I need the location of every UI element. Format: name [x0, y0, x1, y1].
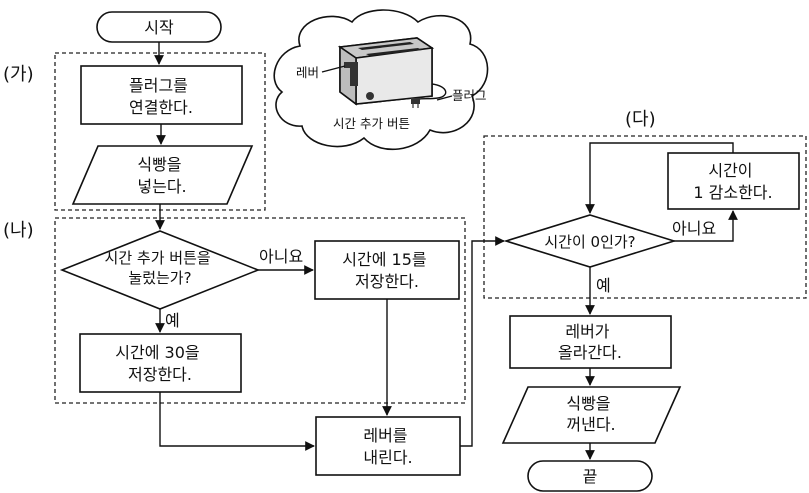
label-no-1: 아니요 [259, 247, 303, 266]
decrease-time-text: 시간이 1 감소한다. [693, 161, 772, 202]
arrow-zero-no [674, 210, 738, 242]
lever-up-box [509, 315, 672, 369]
store-15-text: 시간에 15를 저장한다. [342, 250, 431, 291]
decrease-time-box [667, 152, 800, 210]
label-no-2: 아니요 [672, 219, 716, 238]
group-na-label: (나) [3, 220, 34, 241]
store-30-text: 시간에 30을 저장한다. [115, 343, 204, 384]
arrow-lever-to-zero [460, 236, 505, 447]
arrow-decrease-loop [585, 142, 734, 214]
label-yes-1: 예 [165, 311, 180, 330]
label-yes-2: 예 [596, 276, 611, 295]
lower-lever-text: 레버를 내린다. [363, 426, 412, 467]
toaster-illustration: 레버 플러그 시간 추가 버튼 [273, 9, 489, 151]
connect-plug-box [80, 65, 243, 125]
remove-bread-io [501, 386, 682, 444]
group-na-box [54, 217, 466, 404]
plug-label: 플러그 [452, 88, 487, 103]
group-ga-label: (가) [3, 64, 34, 85]
end-terminal [527, 460, 653, 492]
button-label: 시간 추가 버튼 [333, 116, 410, 131]
group-da-label: (다) [625, 109, 656, 130]
arrow-30-to-lever [159, 392, 315, 451]
connect-plug-text: 플러그를 연결한다. [129, 76, 193, 117]
lever-label: 레버 [296, 65, 319, 80]
decision-zero-text: 시간이 0인가? [544, 233, 635, 251]
store-15-box [314, 240, 460, 300]
lower-lever-box [315, 416, 461, 476]
start-text: 시작 [144, 18, 174, 37]
decision-button-text: 시간 추가 버튼을 눌렀는가? [105, 249, 216, 287]
insert-bread-io [71, 145, 254, 205]
end-text: 끝 [583, 467, 598, 486]
insert-bread-text: 식빵을 넣는다. [137, 155, 186, 196]
store-30-box [79, 333, 242, 393]
group-da-box [483, 135, 807, 299]
remove-bread-text: 식빵을 꺼낸다. [566, 394, 615, 434]
lever-up-text: 레버가 올라간다. [558, 322, 622, 362]
